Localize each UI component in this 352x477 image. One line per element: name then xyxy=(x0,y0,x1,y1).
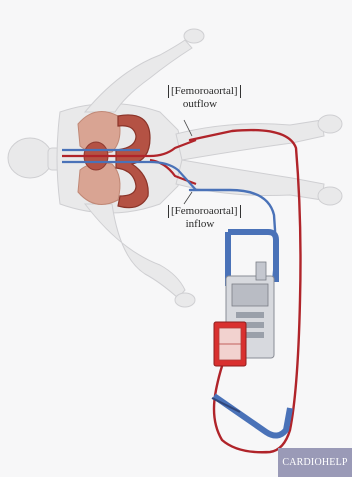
inflow-label-line1: [Femoroaortal] xyxy=(168,205,241,218)
device-label: CARDIOHELP xyxy=(278,448,352,477)
cardiohelp-unit xyxy=(212,232,290,436)
inflow-label-line2: inflow xyxy=(168,218,232,231)
device-bracket xyxy=(228,232,276,282)
outflow-label: [Femoroaortal] outflow xyxy=(168,85,232,111)
outflow-label-line1: [Femoroaortal] xyxy=(168,85,241,98)
device-base xyxy=(214,396,290,436)
inflow-label: [Femoroaortal] inflow xyxy=(168,205,232,231)
outflow-label-line2: outflow xyxy=(168,98,232,111)
